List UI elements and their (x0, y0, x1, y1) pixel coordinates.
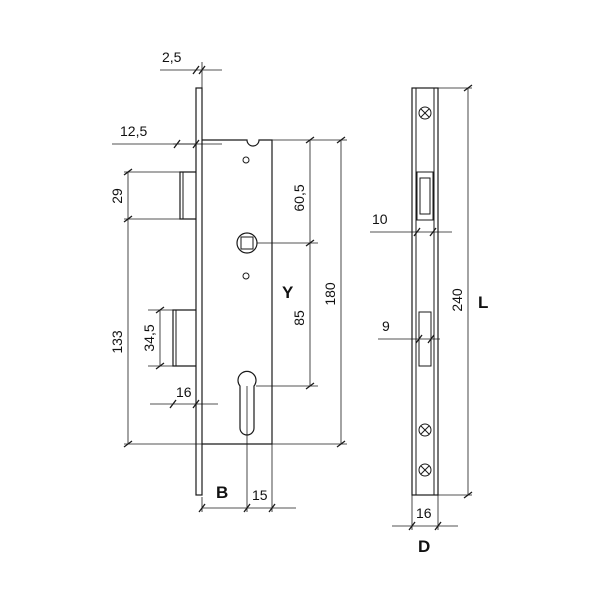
spindle-hub (236, 232, 258, 254)
dim-latch-depth: 10 (372, 211, 388, 227)
dim-faceplate-length: 240 (449, 288, 465, 312)
dim-bolt-height: 34,5 (141, 324, 157, 351)
dim-spindle-from-top: 60,5 (291, 184, 307, 211)
dead-bolt (172, 309, 196, 367)
faceplate (195, 87, 203, 496)
latch-bolt (179, 171, 196, 220)
side-screw-top (418, 106, 432, 120)
cylinder-cutout (237, 370, 257, 436)
front-view: 2,5 12,5 29 133 34,5 16 60,5 85 180 15 Y… (109, 49, 347, 513)
spindle-square (240, 236, 254, 250)
dim-center-distance: 85 (291, 310, 307, 326)
dim-case-height: 180 (322, 282, 338, 306)
screw-hole-top (242, 156, 250, 164)
label-y: Y (282, 283, 294, 302)
side-faceplate (411, 87, 439, 496)
dim-faceplate-thickness: 2,5 (162, 49, 182, 65)
side-latch-slot (416, 171, 434, 221)
dim-faceplate-width: 16 (416, 505, 432, 521)
dim-bolt-depth: 9 (382, 318, 390, 334)
side-screw-bottom (418, 463, 432, 477)
dim-faceplate-offset: 12,5 (120, 123, 147, 139)
dim-latch-height: 29 (109, 188, 125, 204)
label-d: D (418, 537, 430, 556)
side-latch-inner (419, 177, 431, 215)
screw-hole-middle (242, 272, 250, 280)
front-tick-marks (123, 65, 346, 513)
front-dimension-lines (112, 69, 342, 509)
dim-bolt-throw: 16 (176, 384, 192, 400)
dim-latch-to-cylinder: 133 (109, 330, 125, 354)
lock-case (202, 139, 273, 445)
dim-cylinder-offset: 15 (252, 487, 268, 503)
side-screw-middle (418, 423, 432, 437)
side-view: 10 9 240 16 L D (370, 84, 488, 556)
label-b: B (216, 483, 228, 502)
label-l: L (478, 293, 488, 312)
side-dimension-lines (370, 87, 472, 530)
side-tick-marks (408, 84, 473, 531)
